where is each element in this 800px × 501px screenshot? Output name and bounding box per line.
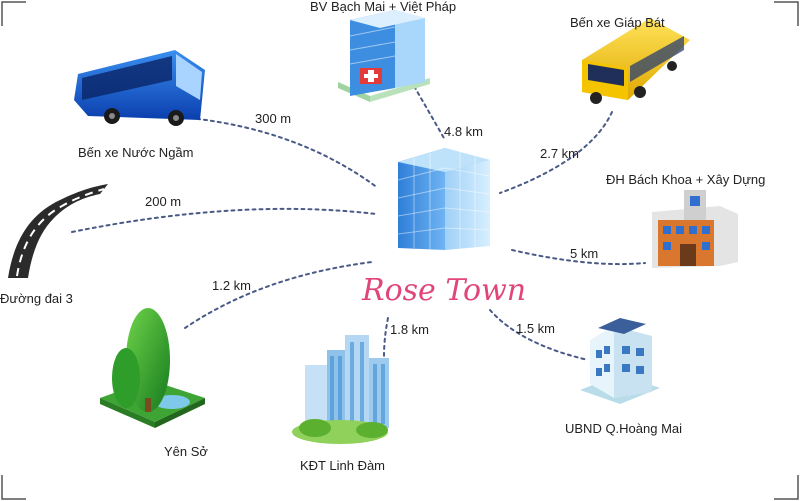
rose-town-tower-icon — [397, 148, 491, 250]
distance-yen-so: 1.2 km — [212, 278, 251, 293]
route-linh-dam — [383, 317, 389, 357]
distance-duong-dai: 200 m — [145, 194, 181, 209]
label-linh-dam: KĐT Linh Đàm — [300, 458, 385, 473]
label-hoang-mai: UBND Q.Hoàng Mai — [565, 421, 682, 436]
brand-title: Rose Town — [361, 273, 526, 308]
blue-bus-icon — [74, 50, 205, 126]
distance-bach-khoa: 5 km — [570, 246, 598, 261]
label-yen-so: Yên Sở — [164, 444, 208, 459]
route-yen-so — [184, 261, 373, 329]
distance-hoang-mai: 1.5 km — [516, 321, 555, 336]
route-duong-dai — [71, 207, 377, 233]
road-icon — [8, 184, 108, 278]
route-giap-bat — [499, 111, 613, 194]
label-bach-mai: BV Bạch Mai + Việt Pháp — [310, 0, 456, 14]
label-duong-dai: Đường đai 3 — [0, 291, 73, 306]
distance-linh-dam: 1.8 km — [390, 322, 429, 337]
park-tree-icon — [100, 308, 205, 428]
hospital-icon — [338, 10, 430, 102]
office-building-icon — [580, 318, 660, 404]
yellow-bus-icon — [582, 18, 690, 104]
university-icon — [652, 190, 738, 268]
label-bach-khoa: ĐH Bách Khoa + Xây Dựng — [606, 172, 765, 187]
distance-bach-mai: 4.8 km — [444, 124, 483, 139]
route-bach-khoa — [511, 249, 646, 266]
distance-giap-bat: 2.7 km — [540, 146, 579, 161]
city-buildings-icon — [292, 335, 389, 444]
route-hoang-mai — [489, 309, 589, 361]
label-giap-bat: Bến xe Giáp Bát — [570, 15, 665, 30]
label-nuoc-ngam: Bến xe Nước Ngầm — [78, 145, 194, 160]
route-nuoc-ngam — [189, 117, 379, 189]
distance-nuoc-ngam: 300 m — [255, 111, 291, 126]
